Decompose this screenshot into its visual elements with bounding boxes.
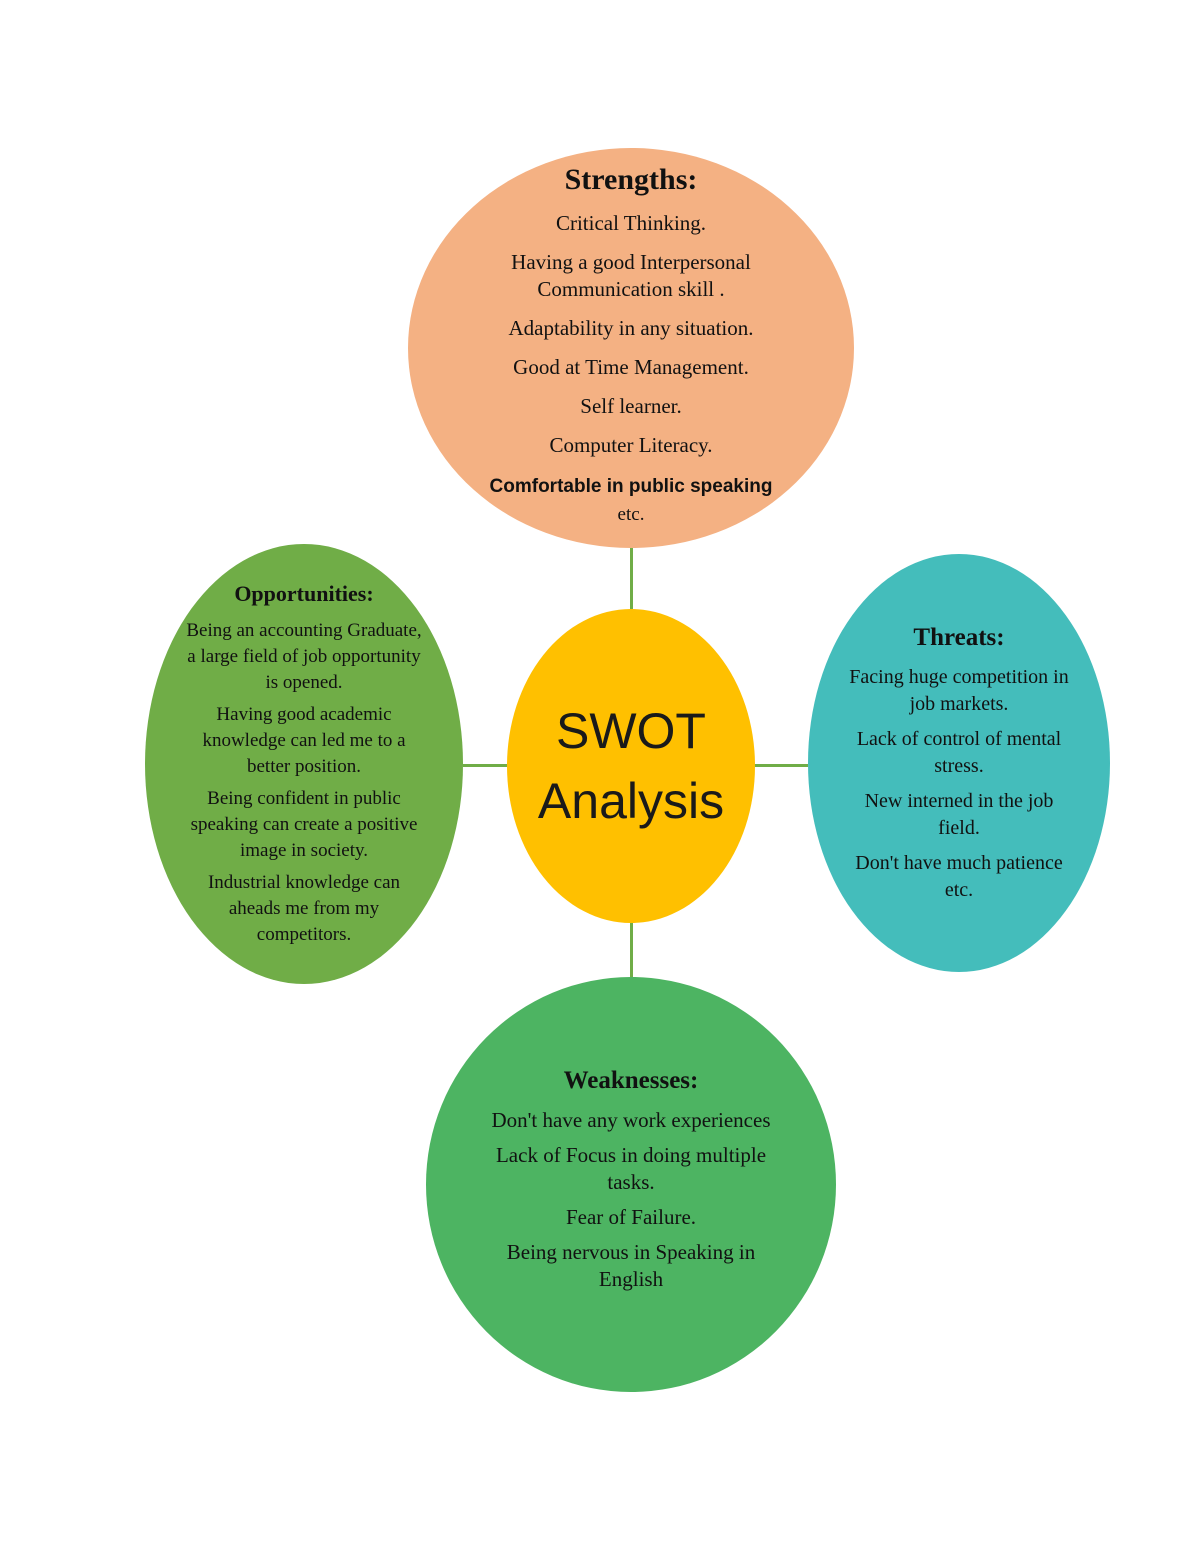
connector-right [755,764,808,767]
strengths-item: Adaptability in any situation. [508,316,754,340]
opportunities-title: Opportunities: [234,581,374,606]
weaknesses-item: Fear of Failure. [565,1205,697,1229]
connector-top [630,548,633,609]
strengths-bubble: Strengths: Critical Thinking. Having a g… [408,148,854,548]
threats-item: Facing huge competition in job markets. [849,666,1069,715]
threats-bubble: Threats: Facing huge competition in job … [808,554,1110,972]
connector-left [463,764,507,767]
strengths-item: Comfortable in public speaking [489,476,773,497]
connector-bottom [630,923,633,977]
weaknesses-item: Don't have any work experiences [491,1108,771,1132]
weaknesses-bubble: Weaknesses: Don't have any work experien… [426,977,836,1392]
opportunities-list: Being an accounting Graduate, a large fi… [185,618,423,954]
strengths-title: Strengths: [564,163,698,196]
opportunities-item: Being confident in public speaking can c… [190,788,418,861]
center-title-line1: SWOT [556,703,706,759]
weaknesses-item: Lack of Focus in doing multiple tasks. [495,1143,767,1194]
threats-item: Don't have much patience etc. [855,852,1063,901]
threats-item: Lack of control of mental stress. [856,728,1062,777]
opportunities-item: Being an accounting Graduate, a large fi… [186,620,422,693]
swot-center-bubble: SWOT Analysis [507,609,755,923]
strengths-item: Computer Literacy. [549,433,713,457]
opportunities-item: Having good academic knowledge can led m… [202,704,406,777]
weaknesses-item: Being nervous in Speaking in English [506,1240,756,1291]
threats-title: Threats: [913,624,1005,651]
strengths-item: Good at Time Management. [513,355,749,379]
weaknesses-title: Weaknesses: [563,1067,699,1094]
strengths-item: Critical Thinking. [555,211,707,235]
center-title-line2: Analysis [537,773,725,829]
strengths-item: Self learner. [580,394,682,418]
weaknesses-list: Don't have any work experiences Lack of … [476,1107,786,1301]
threats-list: Facing huge competition in job markets. … [842,664,1076,912]
opportunities-item: Industrial knowledge can aheads me from … [207,872,401,945]
threats-item: New interned in the job field. [864,790,1054,839]
strengths-item: etc. [617,504,645,525]
strengths-item: Having a good Interpersonal Communicatio… [511,250,751,301]
strengths-list: Critical Thinking. Having a good Interpe… [478,210,784,540]
opportunities-bubble: Opportunities: Being an accounting Gradu… [145,544,463,984]
